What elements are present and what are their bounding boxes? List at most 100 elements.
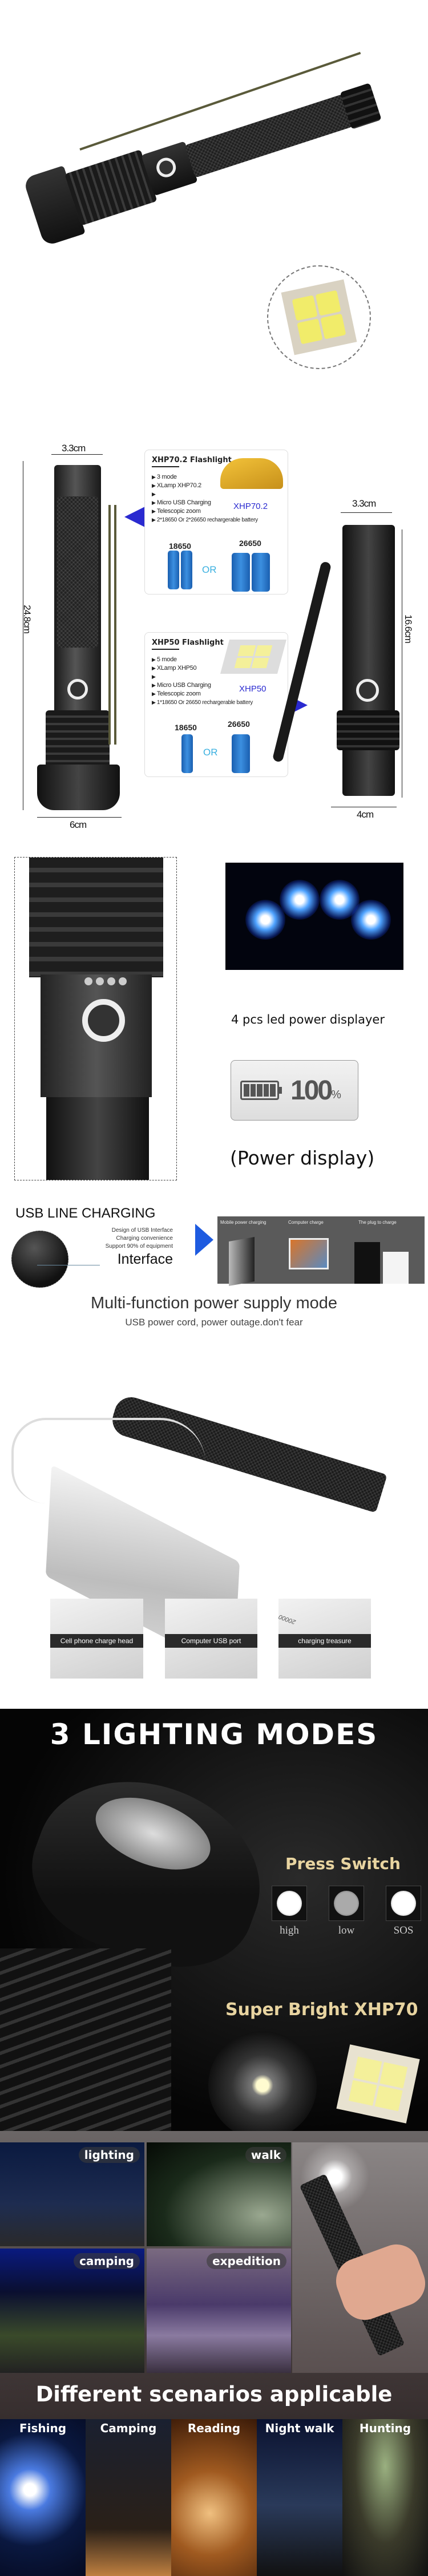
- scene-lighting: lighting: [0, 2142, 144, 2246]
- led-chip-icon: [336, 2044, 420, 2124]
- mode-label: high: [280, 1924, 299, 1936]
- xhp50-title: XHP50 Flashlight: [152, 638, 281, 650]
- large-length: 24.8cm: [21, 605, 33, 633]
- battery-18650-icon: [181, 734, 193, 775]
- usb-line: Design of USB Interface: [111, 1227, 173, 1234]
- usb-line: Support 90% of equipment: [105, 1243, 173, 1249]
- lanyard-icon: [108, 505, 116, 745]
- modes-title: 3 LIGHTING MODES: [50, 1718, 378, 1751]
- closeup-frame: [14, 857, 177, 1180]
- scene-expedition: expedition: [147, 2249, 291, 2373]
- or-label: OR: [202, 564, 217, 575]
- battery-display: 100 %: [231, 1060, 358, 1121]
- lens-icon: [86, 1784, 220, 1884]
- usb-line: Charging convenience: [116, 1235, 173, 1242]
- xhp70-chip-icon: [220, 458, 283, 489]
- usb-section: USB LINE CHARGING Design of USB Interfac…: [0, 1198, 428, 1288]
- small-flashlight-image: [342, 525, 395, 796]
- dimensions-section: 3.3cm 24.8cm 6cm XHP70.2 Flashlight XHP7…: [0, 411, 428, 856]
- power-display-caption: (Power display): [230, 1147, 375, 1169]
- indicator-dots-icon: [84, 977, 127, 985]
- usb-title: USB LINE CHARGING: [15, 1206, 156, 1221]
- plug-icon: [354, 1242, 380, 1284]
- power-button-icon: [67, 679, 88, 699]
- multi-subtitle: USB power cord, power outage.don't fear: [125, 1317, 303, 1328]
- scenarios-title: Different scenarios applicable: [35, 2382, 393, 2407]
- feature-item: [152, 673, 281, 681]
- feature-item: Micro USB Charging: [152, 499, 281, 507]
- battery-label: 26650: [228, 719, 250, 729]
- feature-item: 5 mode: [152, 656, 281, 664]
- lens-closeup-icon: [208, 2031, 317, 2131]
- thumb-label: Computer USB port: [165, 1634, 257, 1648]
- scene-walk: walk: [147, 2142, 291, 2246]
- strip-reading: Reading: [171, 2419, 257, 2576]
- mode-label: SOS: [393, 1924, 414, 1936]
- pointer-arrow-icon: [124, 507, 145, 527]
- small-top-width: 3.3cm: [352, 498, 376, 509]
- feature-item: 1*18650 Or 26650 rechargerable battery: [152, 698, 281, 707]
- led-caption: 4 pcs led power displayer: [231, 1013, 385, 1026]
- xhp70-title: XHP70.2 Flashlight: [152, 456, 281, 467]
- flashlight-image: [21, 60, 395, 254]
- strip-label: Hunting: [359, 2421, 411, 2435]
- thumb-label: charging treasure: [278, 1634, 371, 1648]
- large-top-width: 3.3cm: [62, 443, 86, 454]
- percent-sign: %: [331, 1088, 341, 1101]
- small-head-width: 4cm: [357, 809, 374, 820]
- led-chip-image: [281, 279, 357, 355]
- xhp50-chip-icon: [220, 640, 287, 674]
- feature-item: XLamp XHP70.2: [152, 482, 281, 490]
- large-head-width: 6cm: [70, 819, 87, 830]
- battery-18650-icon: [168, 551, 193, 591]
- power-section: 4 pcs led power displayer 100 % (Power d…: [0, 856, 428, 1198]
- super-bright-label: Super Bright XHP70: [225, 2000, 418, 2020]
- battery-26650-icon: [232, 734, 250, 775]
- scene-label: lighting: [78, 2147, 140, 2163]
- mode-high-icon: [272, 1886, 307, 1921]
- scene-label: camping: [74, 2253, 140, 2269]
- strip-hunting: Hunting: [342, 2419, 428, 2576]
- strip-label: Reading: [187, 2421, 241, 2435]
- mode-low-icon: [329, 1886, 364, 1921]
- battery-label: 18650: [169, 541, 191, 551]
- panel-label: The plug to charge: [358, 1220, 397, 1225]
- arrow-right-icon: [195, 1224, 213, 1256]
- power-button-icon: [356, 679, 379, 702]
- scene-camping: camping: [0, 2249, 144, 2373]
- powerbank-print: 20000: [278, 1613, 297, 1625]
- thumb-computer-usb: Computer USB port: [165, 1599, 257, 1679]
- blue-led-photo: [225, 863, 403, 970]
- feature-item: XLamp XHP50: [152, 664, 281, 673]
- panel-label: Computer charge: [288, 1220, 324, 1225]
- strip-label: Night walk: [265, 2421, 334, 2435]
- battery-percent: 100: [290, 1075, 333, 1106]
- feature-item: 3 mode: [152, 473, 281, 482]
- feature-item: 2*18650 Or 2*26650 rechargerable battery: [152, 516, 281, 524]
- feature-item: Telescopic zoom: [152, 690, 281, 698]
- battery-26650-icon: [232, 553, 270, 593]
- strip-camping: Camping: [86, 2419, 171, 2576]
- strip-night-walk: Night walk: [257, 2419, 342, 2576]
- press-switch-label: Press Switch: [285, 1854, 401, 1873]
- power-button-icon: [82, 999, 125, 1042]
- computer-icon: [289, 1238, 329, 1269]
- battery-label: 26650: [239, 539, 261, 548]
- multi-section: Multi-function power supply mode USB pow…: [0, 1284, 428, 1709]
- scene-label: walk: [245, 2147, 286, 2163]
- xhp50-chip-label: XHP50: [239, 684, 267, 694]
- interface-label: Interface: [117, 1251, 173, 1267]
- strip-fishing: Fishing: [0, 2419, 86, 2576]
- scenarios-section: lighting walk camping expedition Differe…: [0, 2131, 428, 2576]
- mode-label: low: [338, 1924, 355, 1936]
- hero-section: [0, 0, 428, 411]
- usb-port-closeup: [11, 1231, 68, 1288]
- battery-label: 18650: [175, 723, 197, 732]
- modes-section: 3 LIGHTING MODES Press Switch high low S…: [0, 1709, 428, 2131]
- powerbank-icon: [229, 1237, 255, 1286]
- small-length: 16.6cm: [402, 614, 414, 643]
- charging-options-panel: Mobile power charging Computer charge Th…: [217, 1216, 425, 1286]
- xhp70-chip-label: XHP70.2: [233, 502, 268, 511]
- xhp50-spec-card: XHP50 Flashlight XHP50 5 mode XLamp XHP5…: [144, 632, 288, 777]
- multi-title: Multi-function power supply mode: [91, 1294, 337, 1312]
